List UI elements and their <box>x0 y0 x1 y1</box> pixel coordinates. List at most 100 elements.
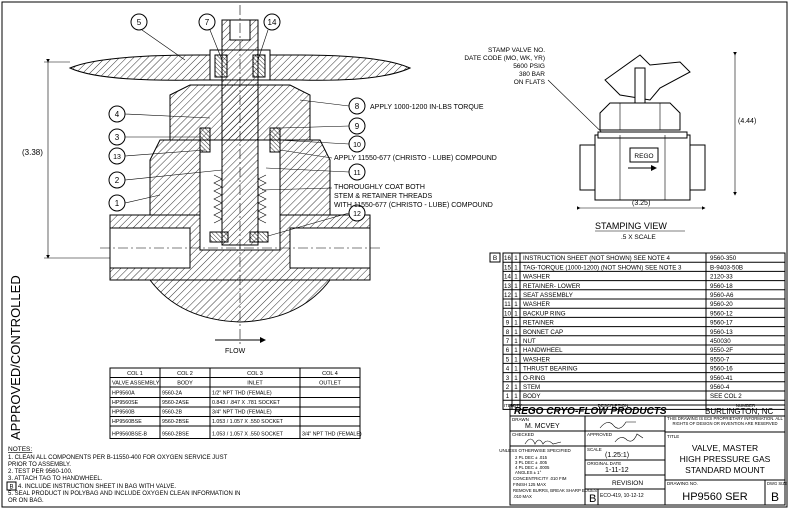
balloon-10: 10 <box>277 135 366 153</box>
svg-text:7: 7 <box>205 18 210 27</box>
parts-desc-cell: NUT <box>523 338 536 345</box>
parts-desc-cell: O-RING <box>523 375 546 382</box>
title-line-1: VALVE, MASTER <box>692 443 758 453</box>
tolerance-6: FINISH 125 MAX <box>513 482 546 487</box>
parts-desc-cell: SEAT ASSEMBLY <box>523 292 573 299</box>
orig-date: 1-11-12 <box>605 467 629 474</box>
drawing-number: HP9560 SER <box>682 491 747 503</box>
title-line-2: HIGH PRESSURE GAS <box>680 454 771 464</box>
parts-qty-cell: 1 <box>514 393 518 400</box>
svg-text:1: 1 <box>115 199 120 208</box>
unless-note: UNLESS OTHERWISE SPECIFIED <box>499 448 571 453</box>
svg-text:3: 3 <box>115 133 120 142</box>
title-line-3: STANDARD MOUNT <box>685 465 765 475</box>
compound-callout: APPLY 11550-677 (CHRISTO - LUBE) COMPOUN… <box>334 155 497 162</box>
drawing-no-label: DRAWING NO. <box>667 481 698 486</box>
note-line-1: 1. CLEAN ALL COMPONENTS PER B-11550-400 … <box>8 455 228 461</box>
balloon-1: 1 <box>108 194 161 212</box>
title-block: REGO CRYO-FLOW PRODUCTS BURLINGTON, NC D… <box>499 404 788 506</box>
parts-num-cell: 9550-2F <box>710 347 733 354</box>
stamping-view: STAMP VALVE NO. DATE CODE (MO, WK, YR) 5… <box>464 47 756 241</box>
parts-num-cell: 9560-17 <box>710 320 733 327</box>
parts-qty-cell: 1 <box>514 356 518 363</box>
svg-text:13: 13 <box>113 154 121 161</box>
flow-label: FLOW <box>225 348 246 355</box>
svg-text:9: 9 <box>355 122 360 131</box>
note-line-4: 3. ATTACH TAG TO HANDWHEEL. <box>8 476 103 482</box>
parts-num-cell: 9560-41 <box>710 375 733 382</box>
svg-text:8: 8 <box>355 102 360 111</box>
checked-signature <box>524 438 562 445</box>
col-cell: 1.053 / 1.057 X .550 SOCKET <box>212 432 284 438</box>
col-cell: 3/4" NPT THD (FEMALE) <box>212 410 272 416</box>
svg-text:10: 10 <box>353 142 361 149</box>
svg-text:12: 12 <box>353 211 361 218</box>
orig-date-label: ORIGINAL DATE <box>587 461 621 466</box>
svg-text:11: 11 <box>353 170 360 177</box>
title-label: TITLE <box>667 434 679 439</box>
col-cell: 9560-2A <box>162 391 182 397</box>
revision-text: ECO-419, 10-12-12 <box>600 493 644 499</box>
parts-desc-cell: BACKUP RING <box>523 310 566 317</box>
col-cell: HP9560BSE-B <box>112 432 148 438</box>
coat-callout-1: THOROUGHLY COAT BOTH <box>334 184 425 191</box>
parts-num-cell: 9560-20 <box>710 301 733 308</box>
company-name: REGO CRYO-FLOW PRODUCTS <box>514 406 667 417</box>
balloon-3: 3 <box>108 128 200 146</box>
col-cell: HP9560B <box>112 410 135 416</box>
svg-text:4: 4 <box>115 110 120 119</box>
balloon-13: 13 <box>108 147 206 165</box>
parts-desc-cell: THRUST BEARING <box>523 366 578 373</box>
parts-item-cell: 12 <box>504 292 511 299</box>
parts-item-cell: 16 <box>504 255 511 262</box>
note-line-5: 4. INCLUDE INSTRUCTION SHEET IN BAG WITH… <box>18 484 176 490</box>
parts-qty-cell: 1 <box>514 384 518 391</box>
balloon-12: 12 <box>267 204 366 237</box>
tolerance-1: 2 PL DEC ± .015 <box>515 455 548 460</box>
parts-desc-cell: BODY <box>523 393 541 400</box>
drawn-signature <box>599 421 636 429</box>
parts-num-cell: 9560-350 <box>710 255 737 262</box>
parts-qty-cell: 1 <box>514 320 518 327</box>
balloon-4: 4 <box>108 105 211 123</box>
parts-item-cell: 5 <box>506 356 510 363</box>
stamp-width-dim: (3.25) <box>632 200 650 207</box>
drawn-label: DRAWN <box>512 417 529 422</box>
col-subheader: OUTLET <box>319 381 341 387</box>
parts-item-cell: 7 <box>506 338 510 345</box>
col-header: COL 1 <box>127 371 143 377</box>
parts-desc-cell: RETAINER <box>523 320 554 327</box>
svg-text:2: 2 <box>115 176 120 185</box>
torque-callout: APPLY 1000-1200 IN-LBS TORQUE <box>370 104 484 111</box>
balloon-5: 5 <box>130 13 186 61</box>
balloon-9: 9 <box>279 117 366 135</box>
valve-section-view: (3.38) FLOW 5 7 14 4 3 13 2 1 8 9 10 11 … <box>22 5 497 355</box>
parts-item-cell: 10 <box>504 310 511 317</box>
parts-qty-cell: 1 <box>514 375 518 382</box>
parts-desc-cell: BONNET CAP <box>523 329 563 336</box>
parts-qty-cell: 1 <box>514 292 518 299</box>
col-cell: 9560-2ASE <box>162 400 190 406</box>
balloon-7: 7 <box>198 13 223 61</box>
stamping-view-title: STAMPING VIEW <box>595 221 667 231</box>
parts-num-cell: 9560-4 <box>710 384 730 391</box>
scale-value: (1.25:1) <box>605 452 629 459</box>
note-line-7: OR ON BAG. <box>8 498 44 504</box>
parts-item-cell: 9 <box>506 320 510 327</box>
parts-item-cell: 14 <box>504 274 511 281</box>
col-cell: 3/4" NPT THD (FEMALE) <box>302 432 362 438</box>
tolerance-4: ANGLES ± 1° <box>515 470 542 475</box>
tolerance-3: 4 PL DEC ± .0005 <box>515 465 550 470</box>
svg-text:5: 5 <box>137 18 142 27</box>
